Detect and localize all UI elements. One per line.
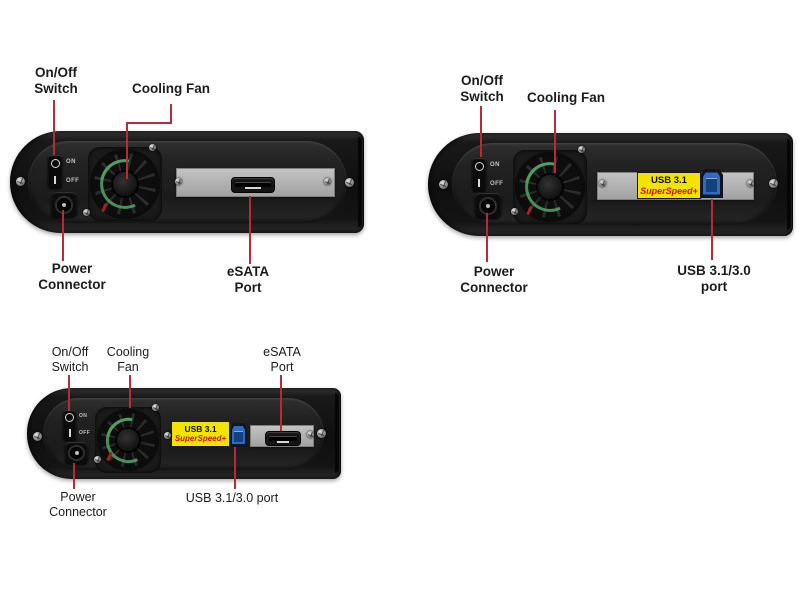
enclosure-end-cap: [358, 137, 363, 227]
enclosure-end-cap: [335, 393, 340, 473]
label-usb-port: USB 3.1/3.0 port: [185, 491, 279, 505]
case-screw: [16, 177, 25, 186]
switch-on-symbol: [474, 162, 484, 171]
annotation-line-power: [62, 210, 64, 261]
annotation-line-power: [486, 213, 488, 262]
annotation-line-fan: [170, 104, 172, 124]
label-power-connector: Power Connector: [460, 264, 528, 295]
fan-screw: [578, 146, 585, 153]
case-screw: [33, 432, 42, 441]
cooling-fan: [89, 148, 161, 220]
esata-slot: [235, 182, 271, 188]
annotation-line-fan: [554, 110, 556, 173]
dc-power-jack: [51, 192, 77, 217]
label-usb-port: USB 3.1/3.0 port: [677, 263, 751, 294]
label-onoff-switch: On/Off Switch: [34, 65, 78, 96]
annotation-line-esata: [249, 196, 251, 264]
label-esata-port: eSATA Port: [226, 264, 270, 295]
fan-screw: [152, 404, 159, 411]
label-power-connector: Power Connector: [49, 490, 107, 519]
usb-b-contacts: [705, 178, 718, 193]
fan-screw: [94, 456, 101, 463]
dc-power-jack: [65, 442, 88, 464]
switch-off-text: OFF: [490, 181, 504, 187]
label-cooling-fan: Cooling Fan: [527, 90, 605, 105]
power-switch: [63, 410, 76, 440]
annotation-line-power: [73, 463, 75, 489]
switch-off-symbol: [54, 176, 56, 184]
plate-screw: [175, 178, 182, 185]
power-switch: [48, 155, 62, 188]
switch-off-text: OFF: [66, 178, 80, 184]
label-cooling-fan: Cooling Fan: [132, 81, 210, 96]
superspeed-label-text: SuperSpeed+: [640, 185, 698, 196]
annotation-line-esata: [280, 375, 282, 431]
esata-contact: [276, 440, 290, 443]
switch-on-text: ON: [66, 159, 76, 165]
superspeed-label-text: SuperSpeed+: [174, 434, 227, 443]
power-switch: [472, 158, 486, 191]
plate-screw: [307, 431, 314, 438]
switch-on-symbol: [65, 413, 74, 423]
esata-port: [265, 431, 301, 446]
case-screw: [317, 429, 326, 438]
usb31-superspeed-label: USB 3.1 SuperSpeed+: [171, 421, 230, 447]
case-screw: [769, 179, 778, 188]
cooling-fan: [96, 408, 160, 472]
annotation-line-switch: [480, 106, 482, 157]
label-onoff-switch: On/Off Switch: [460, 73, 504, 104]
annotation-line-switch: [53, 100, 55, 155]
fan-screw: [511, 208, 518, 215]
usb-b-port: [230, 423, 247, 447]
annotation-line-fan: [126, 122, 172, 124]
label-onoff-switch: On/Off Switch: [51, 345, 89, 374]
label-esata-port: eSATA Port: [263, 345, 301, 374]
plate-screw: [164, 432, 171, 439]
jack-pin: [62, 202, 66, 207]
usb31-superspeed-label: USB 3.1 SuperSpeed+: [637, 172, 701, 199]
annotation-line-switch: [68, 375, 70, 411]
annotation-line-fan: [126, 122, 128, 179]
plate-screw: [747, 180, 754, 187]
annotation-line-usb: [234, 447, 236, 489]
switch-on-symbol: [50, 159, 60, 168]
esata-port: [231, 177, 275, 193]
fan-screw: [149, 144, 156, 151]
esata-contact: [245, 187, 261, 190]
usb-b-port: [700, 169, 723, 198]
label-power-connector: Power Connector: [38, 261, 106, 292]
jack-pin: [486, 203, 490, 208]
usb-b-contacts: [234, 430, 243, 443]
fan-screw: [83, 209, 90, 216]
label-cooling-fan: Cooling Fan: [106, 345, 150, 374]
enclosure-end-cap: [787, 139, 792, 230]
case-screw: [345, 178, 354, 187]
jack-pin: [74, 451, 79, 455]
switch-on-text: ON: [490, 162, 500, 168]
switch-off-text: OFF: [79, 430, 91, 436]
usb31-label-text: USB 3.1: [651, 174, 687, 186]
esata-slot: [268, 436, 298, 441]
plate-screw: [324, 178, 331, 185]
cooling-fan: [514, 151, 586, 223]
fan-hub: [117, 429, 139, 451]
annotation-line-fan: [129, 375, 131, 408]
switch-off-symbol: [478, 179, 480, 187]
switch-off-symbol: [68, 428, 71, 437]
fan-hub: [113, 172, 137, 196]
switch-on-text: ON: [79, 413, 88, 419]
fan-hub: [538, 175, 562, 199]
dc-power-jack: [475, 193, 501, 218]
plate-screw: [599, 180, 606, 187]
usb31-label-text: USB 3.1: [184, 424, 217, 434]
annotation-line-usb: [711, 199, 713, 260]
case-screw: [439, 180, 448, 189]
